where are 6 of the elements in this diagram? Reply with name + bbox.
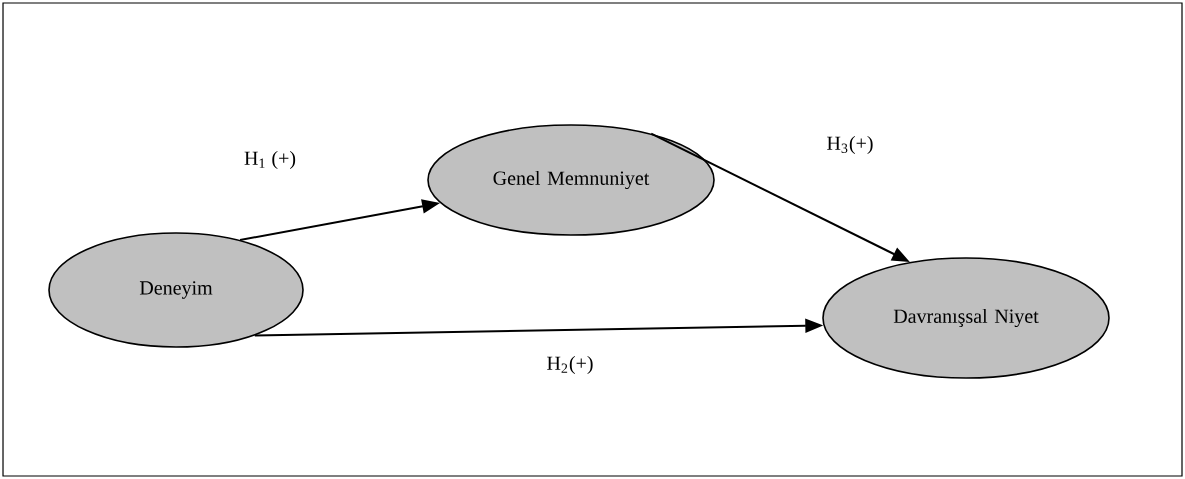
ellipse-node: Deneyim: [48, 232, 304, 348]
edge-label: H$_{3}$(+): [824, 133, 876, 157]
ellipse-node: Davranışsal Niyet: [822, 257, 1110, 379]
ellipse-node: Genel Memnuniyet: [427, 124, 715, 236]
edge-label: H$_{1}$ (+): [242, 148, 299, 172]
edge-label: H$_{2}$(+): [544, 353, 596, 377]
